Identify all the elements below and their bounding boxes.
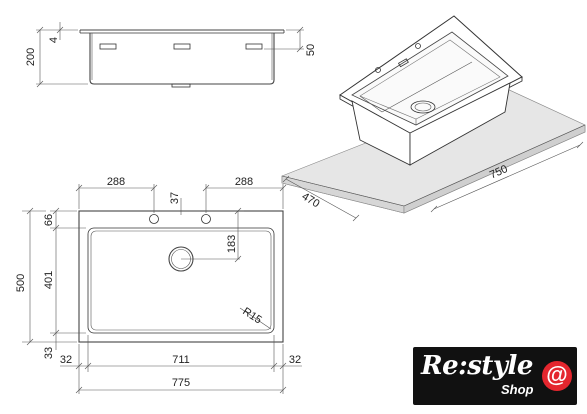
dim-inner-height: 401 <box>43 271 55 289</box>
dim-gap: 37 <box>169 192 181 204</box>
dim-side-hole-drop: 50 <box>305 44 317 56</box>
restyle-shop-logo: Re:style Shop @ <box>413 347 577 405</box>
side-slot-left <box>99 43 117 50</box>
dim-side-margin-right: 32 <box>289 354 301 366</box>
iso-tap-hole-right <box>415 43 421 49</box>
isometric-view: 470 750 <box>281 15 586 222</box>
bowl-inner-rim <box>351 31 509 126</box>
dim-offset-right: 288 <box>235 176 253 188</box>
bowl-side <box>409 82 511 166</box>
dim-line-750 <box>433 144 581 210</box>
top-view: 288 288 37 66 183 500 401 <box>15 176 302 394</box>
tap-hole-left <box>149 214 159 224</box>
dim-iso-depth: 470 <box>300 191 322 211</box>
at-sign-icon: @ <box>542 361 572 391</box>
logo-sub-text: Shop <box>501 382 534 397</box>
iso-overflow-slot <box>397 58 409 68</box>
dim-overall-width: 775 <box>172 377 190 389</box>
iso-tap-hole-left <box>375 67 381 73</box>
dim-drain-drop: 183 <box>226 235 238 253</box>
radius-leader <box>239 307 272 330</box>
side-bowl-outline <box>89 33 275 85</box>
dim-line-470 <box>285 178 357 219</box>
dim-side-lip: 4 <box>48 37 60 43</box>
dim-side-height: 200 <box>25 48 37 66</box>
logo-brand-text: Re:style <box>421 351 533 381</box>
tap-hole-right <box>201 214 211 224</box>
iso-drain-inner <box>414 102 432 112</box>
dim-inner-width: 711 <box>172 354 190 366</box>
dim-tap-drop: 66 <box>43 214 55 226</box>
top-bowl-outline <box>87 227 275 334</box>
side-slot-center <box>173 43 191 50</box>
iso-drain-outer <box>410 100 436 114</box>
dim-overall-height: 500 <box>15 274 27 292</box>
dim-offset-left: 288 <box>107 176 125 188</box>
dim-bottom-margin: 33 <box>43 347 55 359</box>
dim-radius: R15 <box>240 305 263 326</box>
dim-side-margin-left: 32 <box>60 354 72 366</box>
side-view: 200 4 50 <box>25 22 317 88</box>
side-drain <box>171 83 191 88</box>
side-slot-right <box>245 43 263 50</box>
